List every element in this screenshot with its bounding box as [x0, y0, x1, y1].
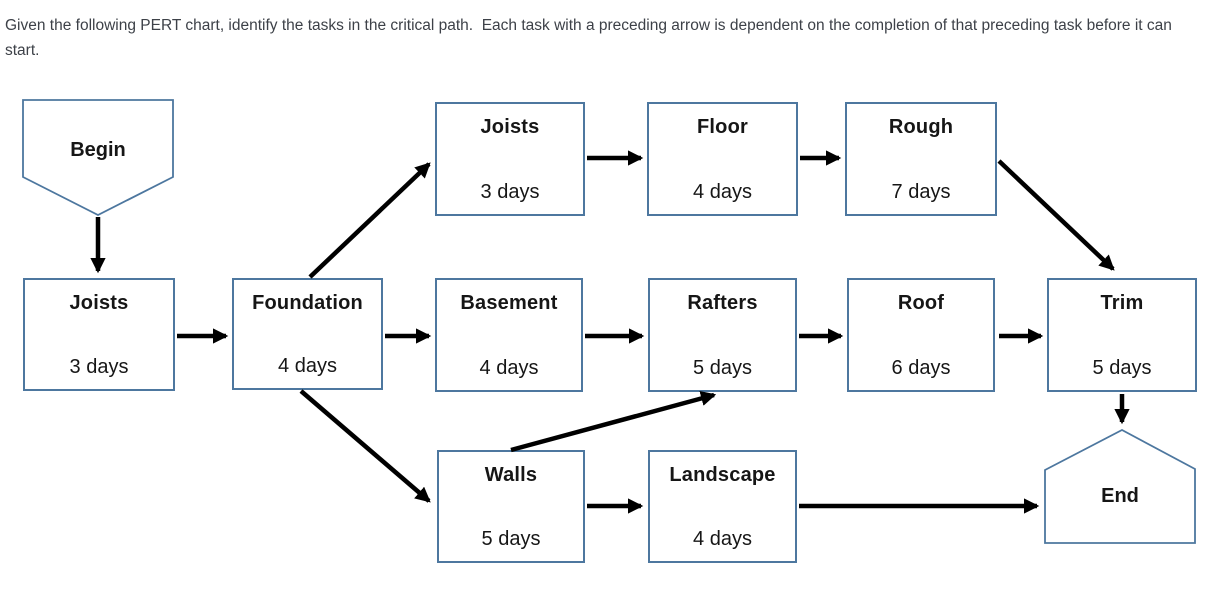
- end-pentagon-shape: [1044, 428, 1196, 544]
- task-roof-label: Roof: [897, 292, 945, 314]
- task-foundation-label: Foundation: [252, 292, 363, 314]
- task-basement: Basement 4 days: [435, 278, 583, 392]
- task-floor-duration: 4 days: [693, 181, 752, 203]
- task-rough-duration: 7 days: [891, 181, 951, 203]
- task-rough-label: Rough: [888, 116, 954, 138]
- task-walls-duration: 5 days: [481, 528, 541, 550]
- task-rafters-duration: 5 days: [693, 357, 752, 379]
- task-foundation-duration: 4 days: [278, 355, 337, 377]
- task-rough: Rough 7 days: [845, 102, 997, 216]
- begin-pentagon-shape: [22, 99, 174, 217]
- end-node-label: End: [1101, 484, 1139, 507]
- task-walls: Walls 5 days: [437, 450, 585, 563]
- task-trim: Trim 5 days: [1047, 278, 1197, 392]
- task-joists-top-duration: 3 days: [480, 181, 540, 203]
- task-joists-top: Joists 3 days: [435, 102, 585, 216]
- task-joists-left: Joists 3 days: [23, 278, 175, 391]
- task-roof: Roof 6 days: [847, 278, 995, 392]
- question-instructions: Given the following PERT chart, identify…: [5, 17, 1177, 59]
- task-trim-label: Trim: [1100, 292, 1144, 314]
- task-foundation: Foundation 4 days: [232, 278, 383, 390]
- task-basement-label: Basement: [460, 292, 558, 314]
- task-joists-top-label: Joists: [480, 116, 540, 138]
- task-walls-label: Walls: [484, 464, 538, 486]
- begin-node-label: Begin: [70, 138, 126, 161]
- task-roof-duration: 6 days: [891, 357, 951, 379]
- task-landscape: Landscape 4 days: [648, 450, 797, 563]
- task-joists-left-duration: 3 days: [69, 356, 129, 378]
- task-trim-duration: 5 days: [1092, 357, 1152, 379]
- task-joists-left-label: Joists: [69, 292, 129, 314]
- task-rafters: Rafters 5 days: [648, 278, 797, 392]
- task-rafters-label: Rafters: [687, 292, 758, 314]
- task-landscape-duration: 4 days: [693, 528, 752, 550]
- task-basement-duration: 4 days: [479, 357, 539, 379]
- task-floor: Floor 4 days: [647, 102, 798, 216]
- task-floor-label: Floor: [697, 116, 748, 138]
- task-landscape-label: Landscape: [669, 464, 776, 486]
